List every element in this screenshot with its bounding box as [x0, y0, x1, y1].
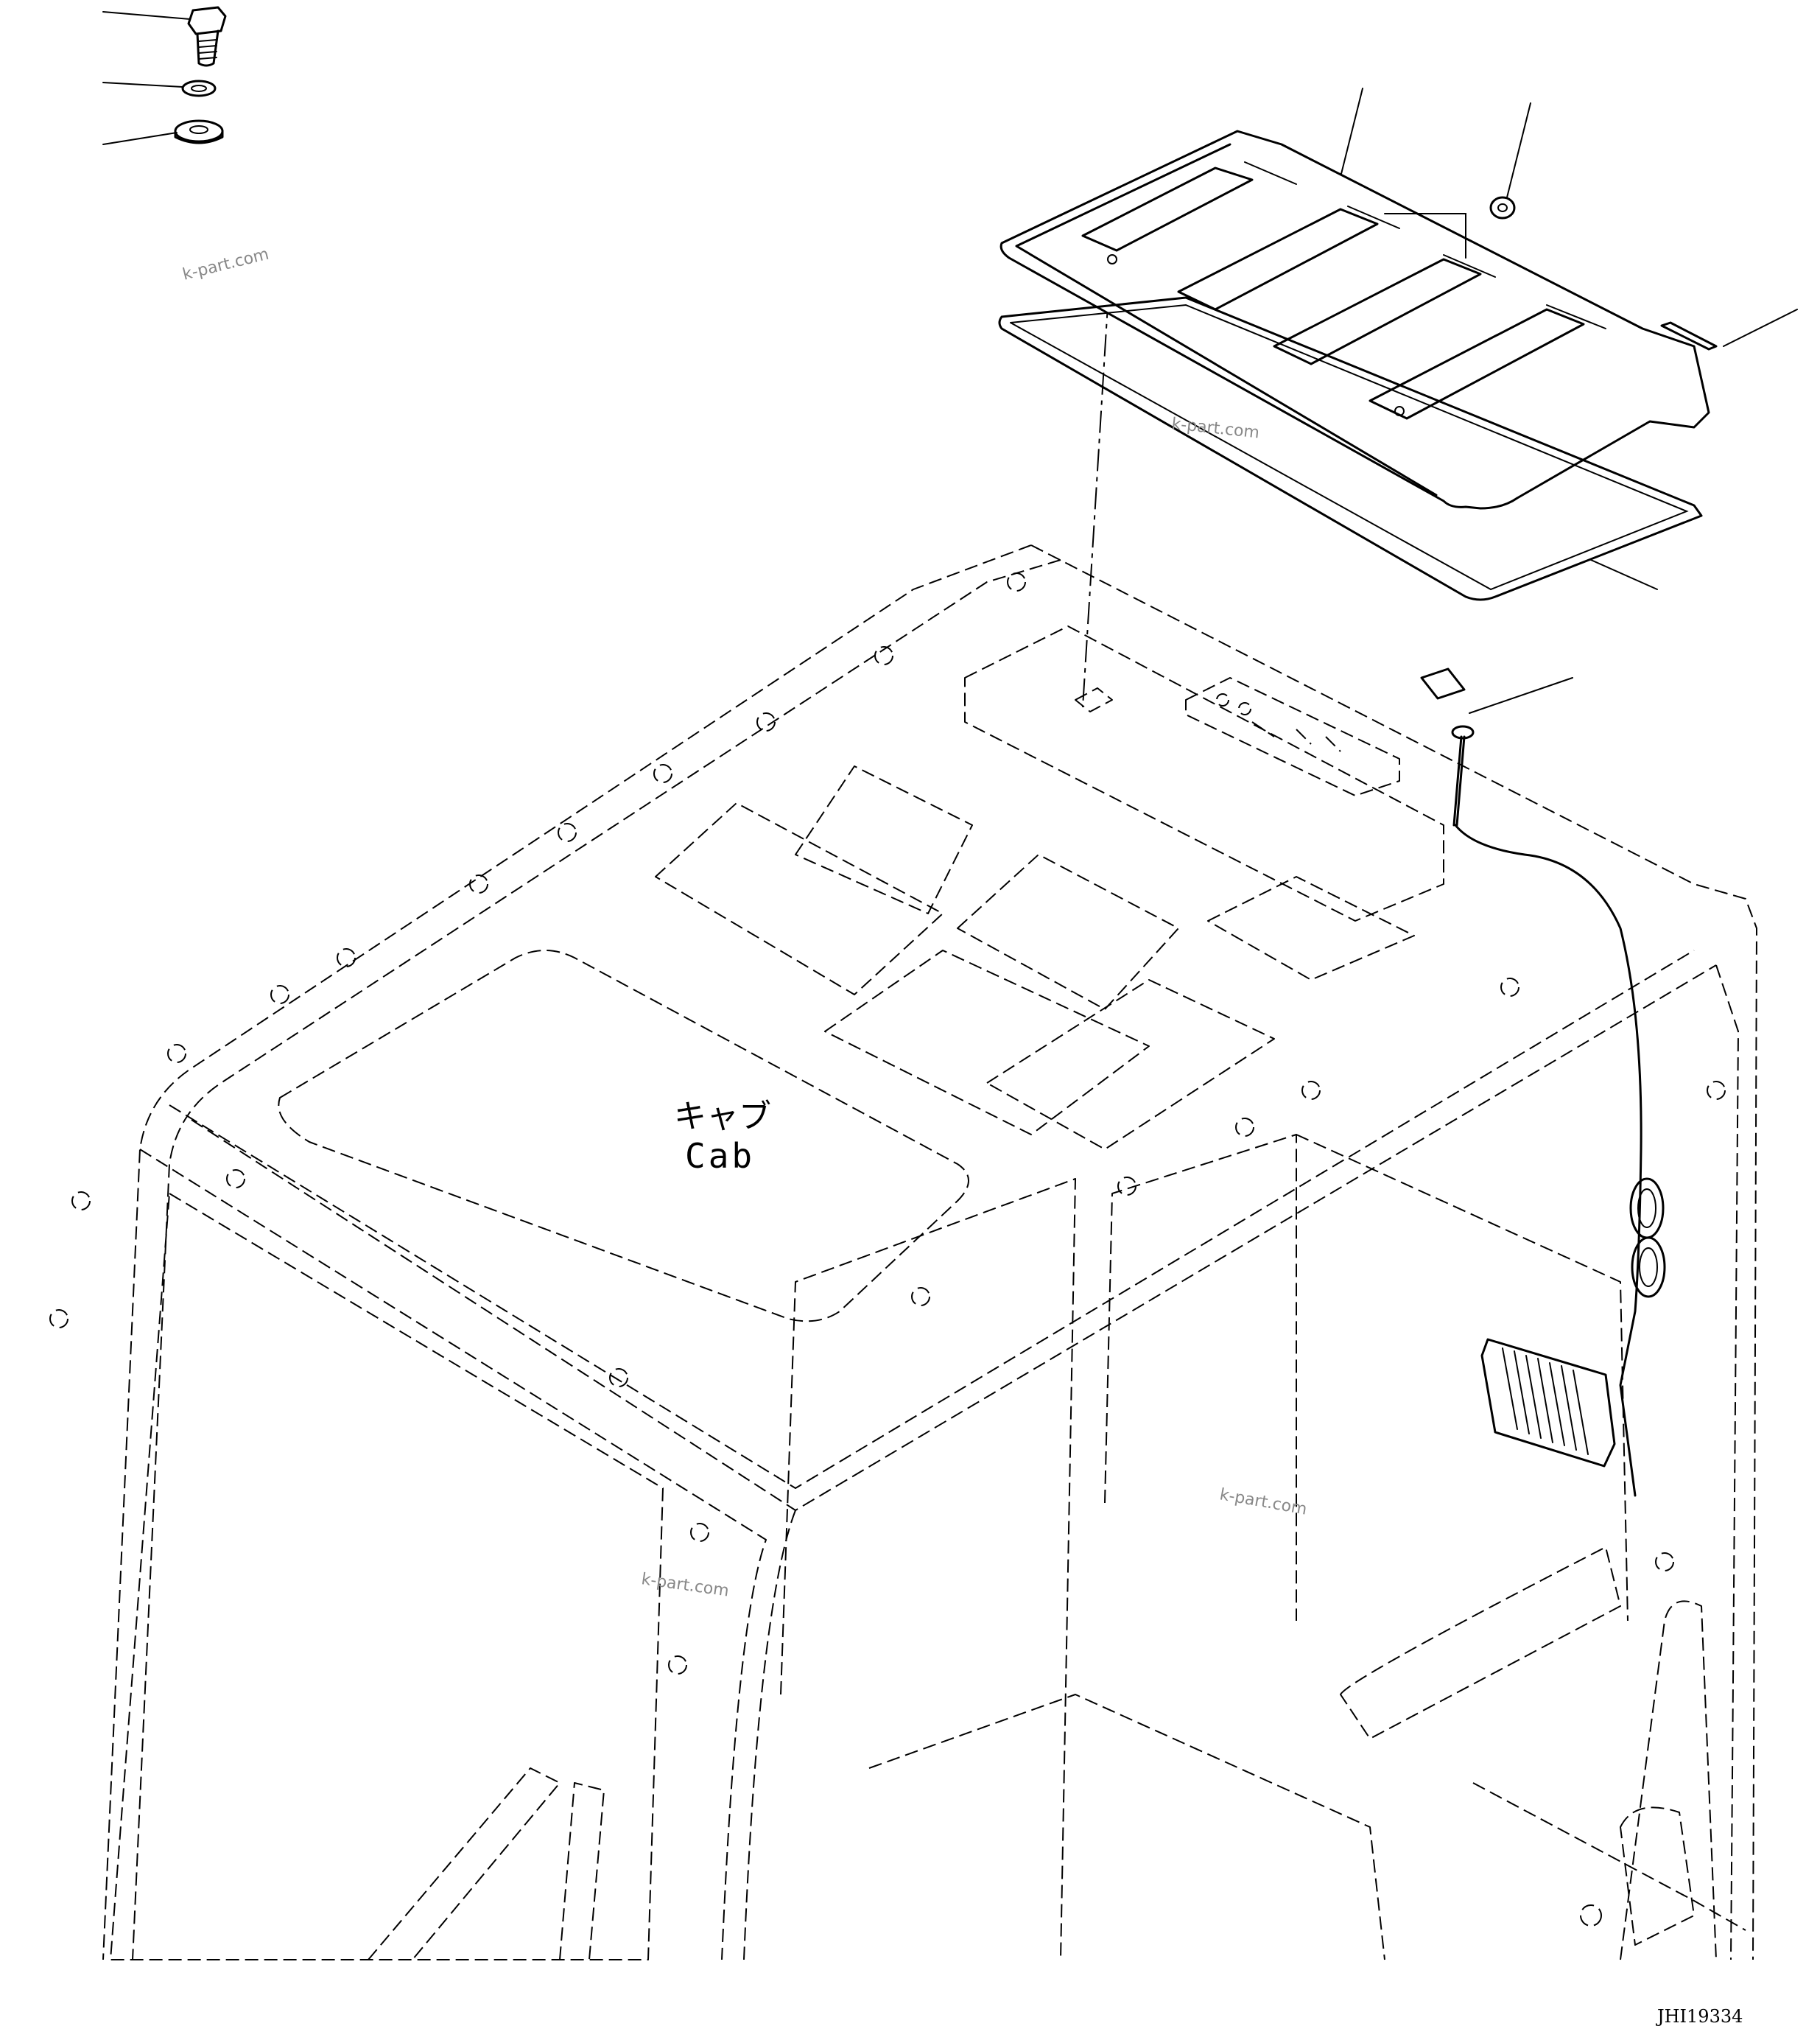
roof-cover: [999, 130, 1710, 510]
alignment-line-vertical: [1082, 257, 1111, 708]
clip: [1660, 321, 1718, 351]
cab-label-en: Cab: [685, 1136, 755, 1176]
leader-lines: [102, 11, 1798, 714]
seal: [998, 296, 1703, 601]
roof-bracket: [1075, 677, 1400, 796]
grommet: [1489, 196, 1516, 220]
antenna: [1420, 667, 1475, 827]
spring-washer: [181, 80, 217, 97]
control-unit: [1480, 1338, 1616, 1468]
drawing-code: JHI19334: [1655, 2006, 1743, 2027]
antenna-cable: [1454, 824, 1642, 1497]
cable-coil: [1629, 1177, 1666, 1298]
watermark-1: k-part.com: [180, 245, 270, 284]
bolt: [187, 6, 227, 67]
cab-label-jp: キャブ: [674, 1098, 771, 1135]
flat-washer: [174, 119, 224, 144]
cab-bosses: [49, 572, 1726, 1927]
watermark-2: k-part.com: [1170, 415, 1260, 442]
watermark-4: k-part.com: [640, 1570, 730, 1600]
cab-structure: [102, 544, 1757, 1960]
watermark-3: k-part.com: [1218, 1485, 1308, 1518]
